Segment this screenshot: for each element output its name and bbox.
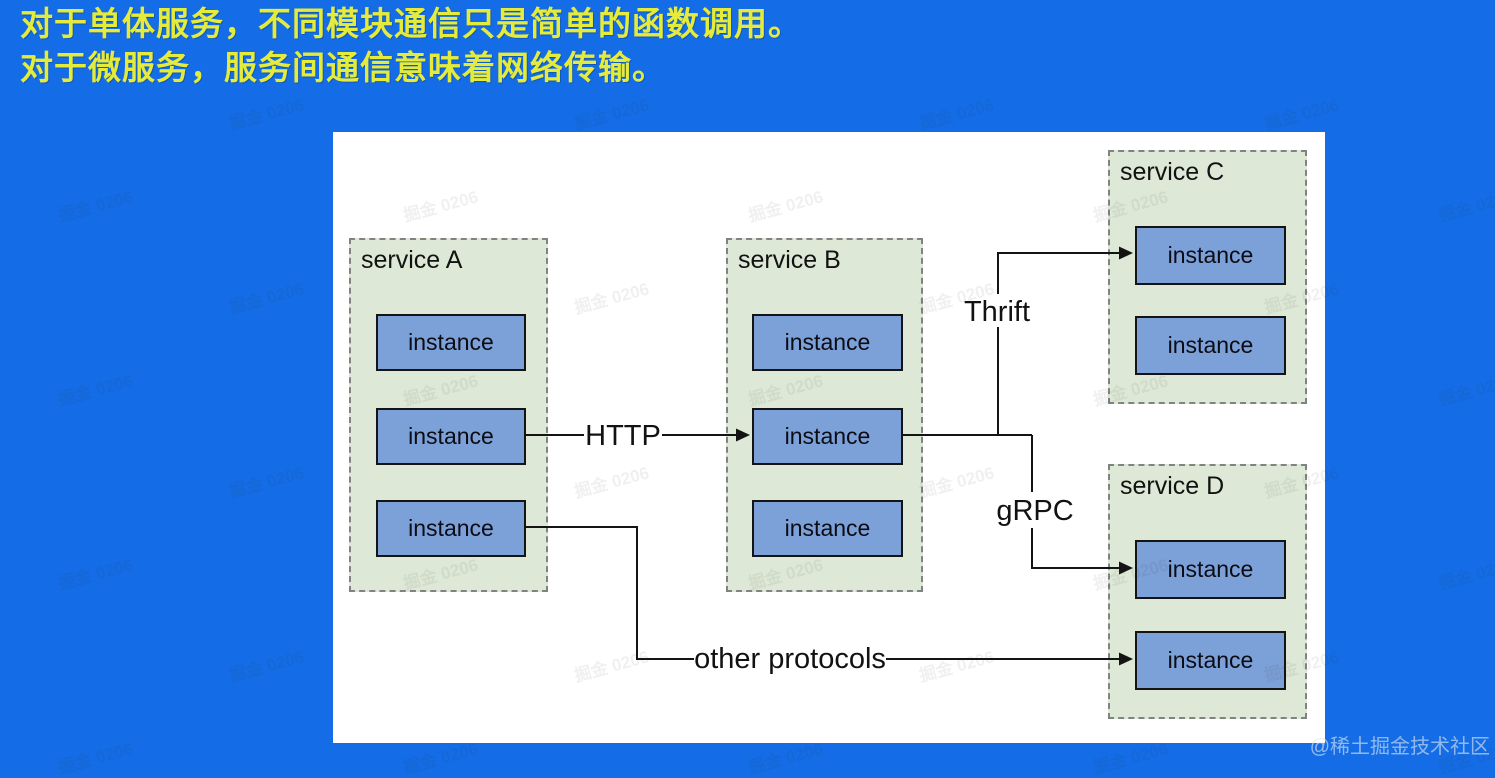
thrift-label: Thrift (964, 296, 1030, 328)
other-protocols-arrowhead (1119, 652, 1133, 666)
watermark-tile: 掘金 0206 (572, 95, 652, 134)
service-b-instance-2: instance (752, 408, 903, 465)
service-b-instance-3: instance (752, 500, 903, 557)
connector-layer: HTTP Thrift gRPC other protocols (524, 246, 1133, 675)
header-line-2: 对于微服务，服务间通信意味着网络传输。 (20, 49, 666, 86)
other-protocols-label-bg (694, 639, 886, 675)
watermark-tile: 掘金 0206 (1436, 371, 1495, 410)
diagram-panel: service A instance instance instance ser… (333, 132, 1325, 743)
watermark-tile: 掘金 0206 (227, 95, 307, 134)
service-a-instance-1: instance (376, 314, 526, 371)
service-d-instance-2: instance (1135, 631, 1286, 690)
other-protocols-label: other protocols (694, 643, 886, 675)
service-c-instance-1: instance (1135, 226, 1286, 285)
grpc-arrowhead (1119, 561, 1133, 575)
watermark-tile: 掘金 0206 (227, 647, 307, 686)
header-line-1: 对于单体服务，不同模块通信只是简单的函数调用。 (20, 5, 802, 42)
thrift-arrowhead (1119, 246, 1133, 260)
grpc-label: gRPC (996, 495, 1073, 527)
service-d-title: service D (1120, 472, 1225, 500)
watermark-tile: 掘金 0206 (227, 463, 307, 502)
watermark-tile: 掘金 0206 (227, 279, 307, 318)
thrift-line (997, 252, 1119, 435)
http-arrowhead (736, 428, 750, 442)
service-box-d: service D instance instance (1108, 464, 1307, 719)
http-label: HTTP (585, 420, 661, 452)
service-box-a: service A instance instance instance (349, 238, 548, 592)
watermark-tile: 掘金 0206 (56, 187, 136, 226)
service-c-instance-2: instance (1135, 316, 1286, 375)
service-a-instance-2: instance (376, 408, 526, 465)
service-a-instance-3: instance (376, 500, 526, 557)
header-text: 对于单体服务，不同模块通信只是简单的函数调用。 对于微服务，服务间通信意味着网络… (20, 2, 802, 90)
http-label-bg (584, 418, 662, 450)
thrift-label-bg (960, 294, 1035, 327)
service-box-b: service B instance instance instance (726, 238, 923, 592)
watermark-tile: 掘金 0206 (1262, 95, 1342, 134)
service-d-instance-1: instance (1135, 540, 1286, 599)
watermark-tile: 掘金 0206 (1436, 187, 1495, 226)
grpc-line (1031, 435, 1119, 569)
watermark-tile: 掘金 0206 (56, 739, 136, 778)
service-b-title: service B (738, 246, 841, 274)
corner-watermark: @稀土掘金技术社区 (1309, 736, 1490, 758)
service-b-instance-1: instance (752, 314, 903, 371)
watermark-tile: 掘金 0206 (56, 555, 136, 594)
watermark-tile: 掘金 0206 (1436, 555, 1495, 594)
service-c-title: service C (1120, 158, 1225, 186)
watermark-tile: 掘金 0206 (56, 371, 136, 410)
watermark-tile: 掘金 0206 (917, 95, 997, 134)
grpc-label-bg (993, 492, 1077, 528)
service-box-c: service C instance instance (1108, 150, 1307, 404)
service-a-title: service A (361, 246, 463, 274)
